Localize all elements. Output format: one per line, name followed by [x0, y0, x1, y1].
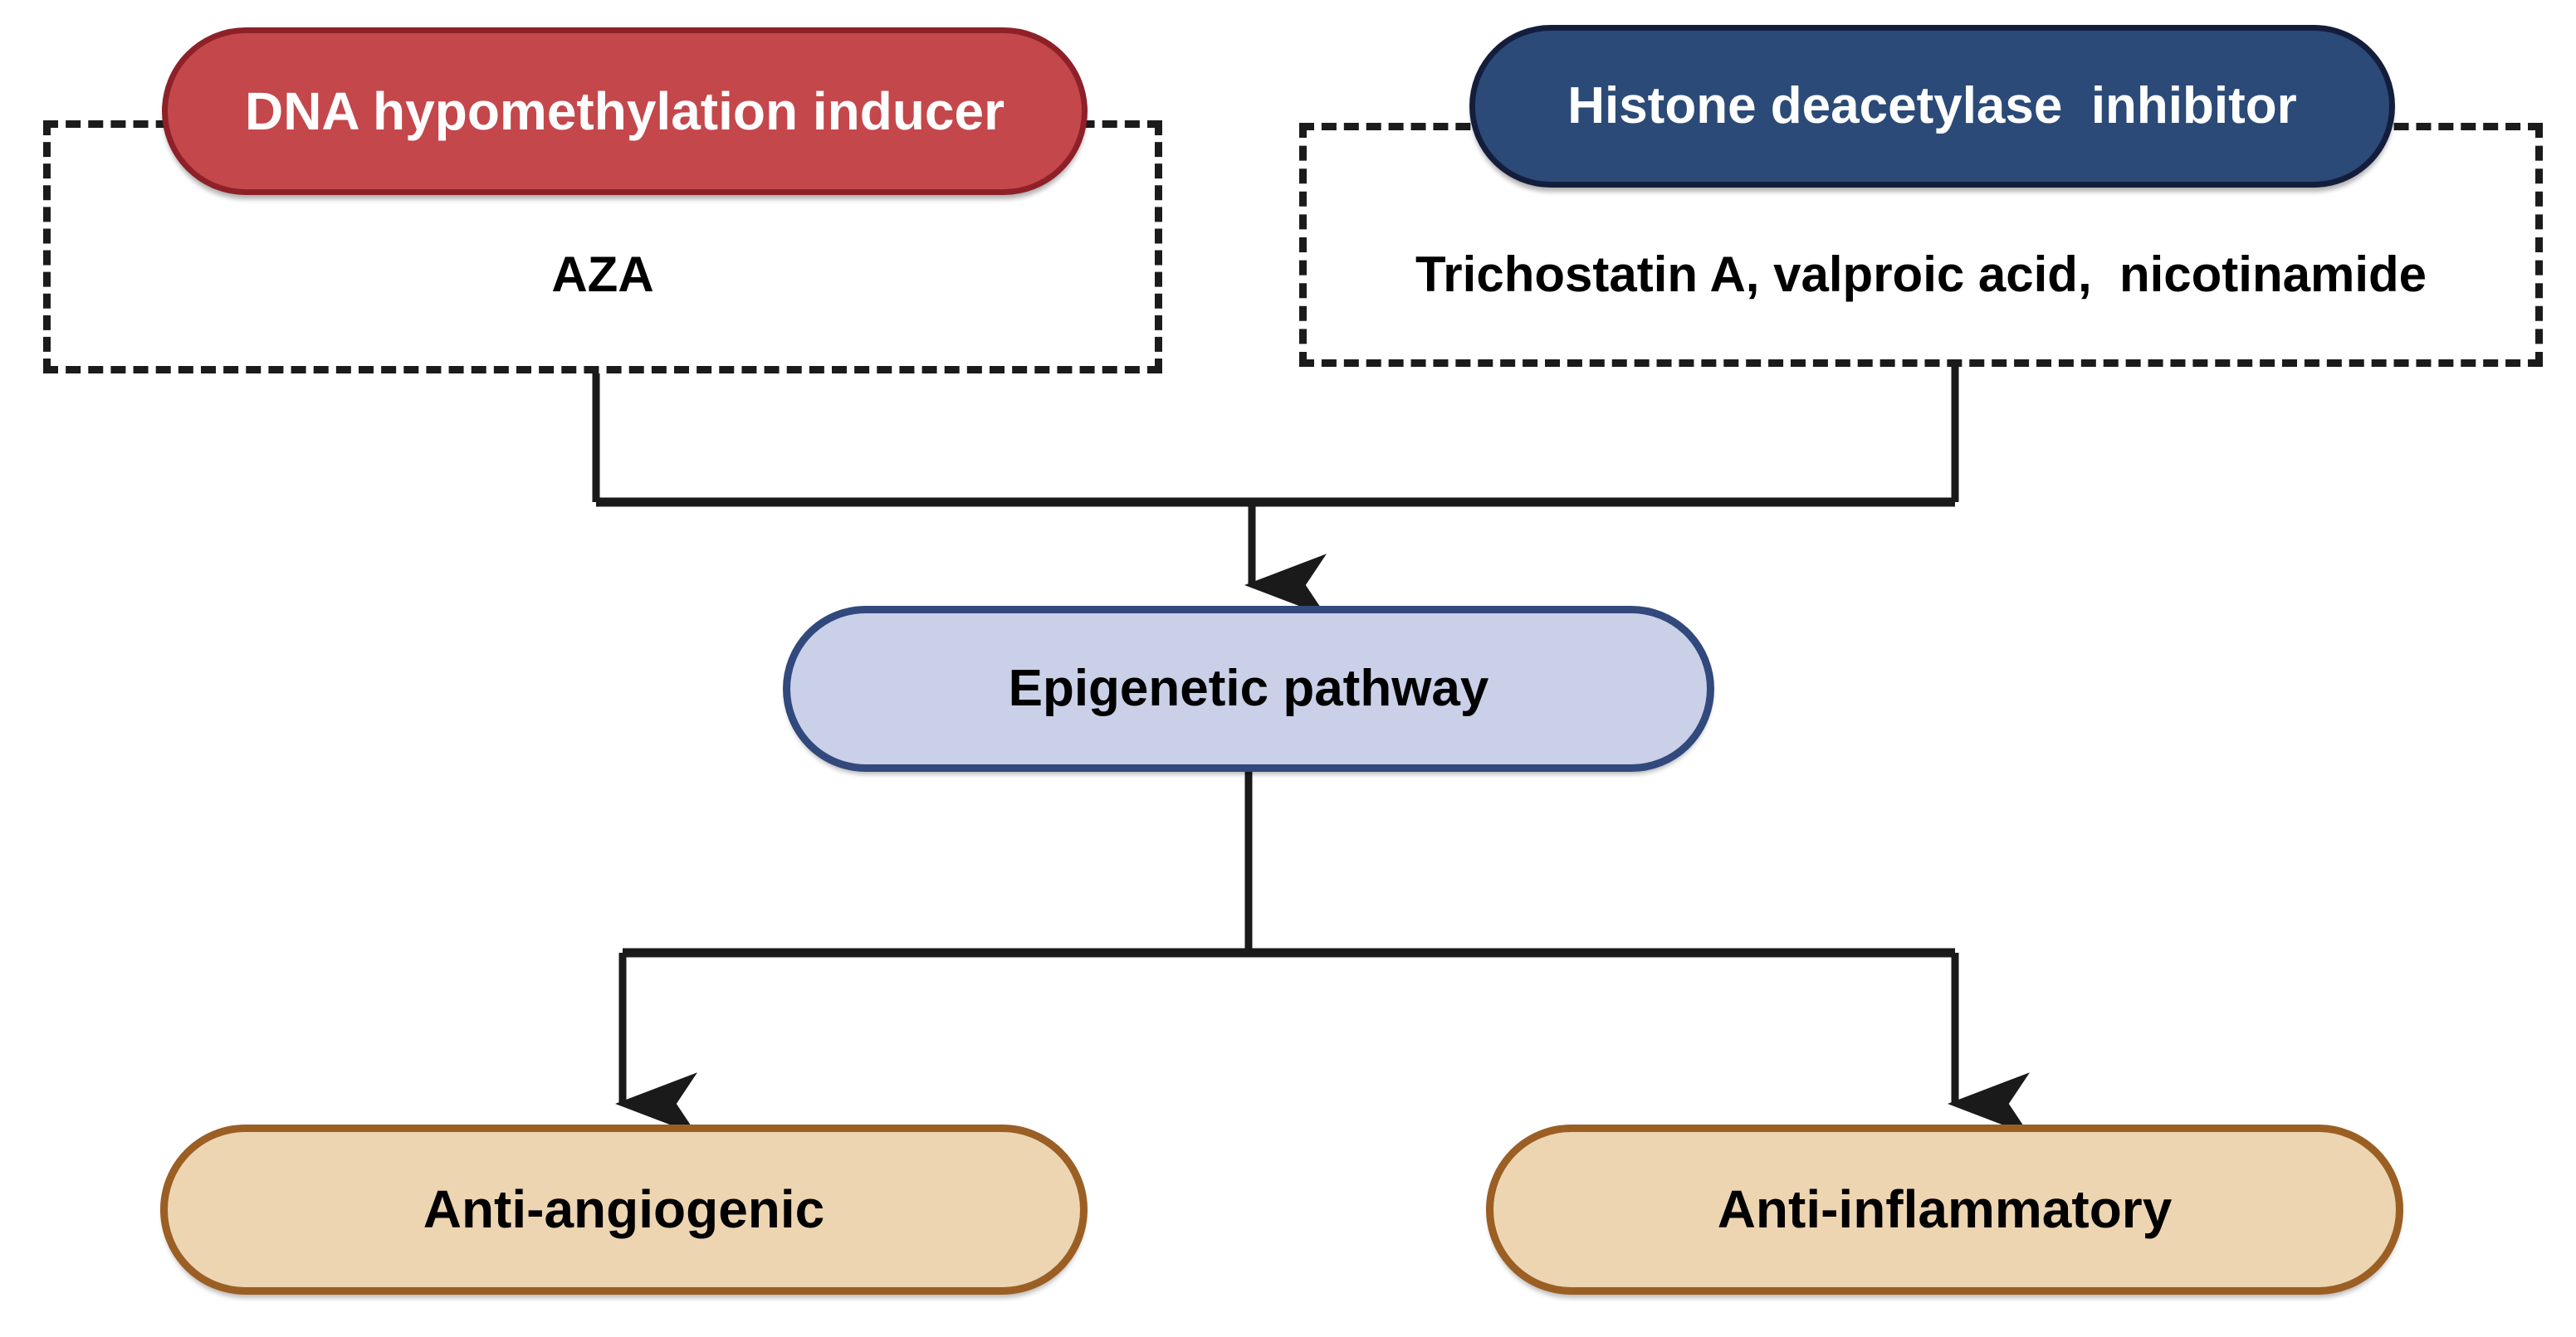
node-dna-hypomethylation-inducer[interactable]: DNA hypomethylation inducer	[162, 27, 1088, 195]
node-anti-angiogenic[interactable]: Anti-angiogenic	[160, 1125, 1088, 1295]
node-anti-inflammatory[interactable]: Anti-inflammatory	[1486, 1125, 2403, 1295]
node-epigenetic-pathway[interactable]: Epigenetic pathway	[783, 606, 1714, 772]
drug-label-hdac-drugs: Trichostatin A, valproic acid, nicotinam…	[1415, 246, 2427, 302]
node-label-histone-deacetylase-inhibitor: Histone deacetylase inhibitor	[1567, 76, 2297, 134]
node-label-anti-inflammatory: Anti-inflammatory	[1717, 1179, 2173, 1240]
connector-inducers-to-pathway	[592, 367, 1959, 617]
node-label-epigenetic-pathway: Epigenetic pathway	[1008, 659, 1489, 717]
connector-pathway-to-outcomes	[615, 772, 2030, 1135]
drug-label-aza: AZA	[551, 246, 654, 302]
node-label-anti-angiogenic: Anti-angiogenic	[423, 1179, 825, 1240]
node-histone-deacetylase-inhibitor[interactable]: Histone deacetylase inhibitor	[1469, 25, 2395, 188]
node-label-dna-hypomethylation-inducer: DNA hypomethylation inducer	[244, 81, 1005, 141]
